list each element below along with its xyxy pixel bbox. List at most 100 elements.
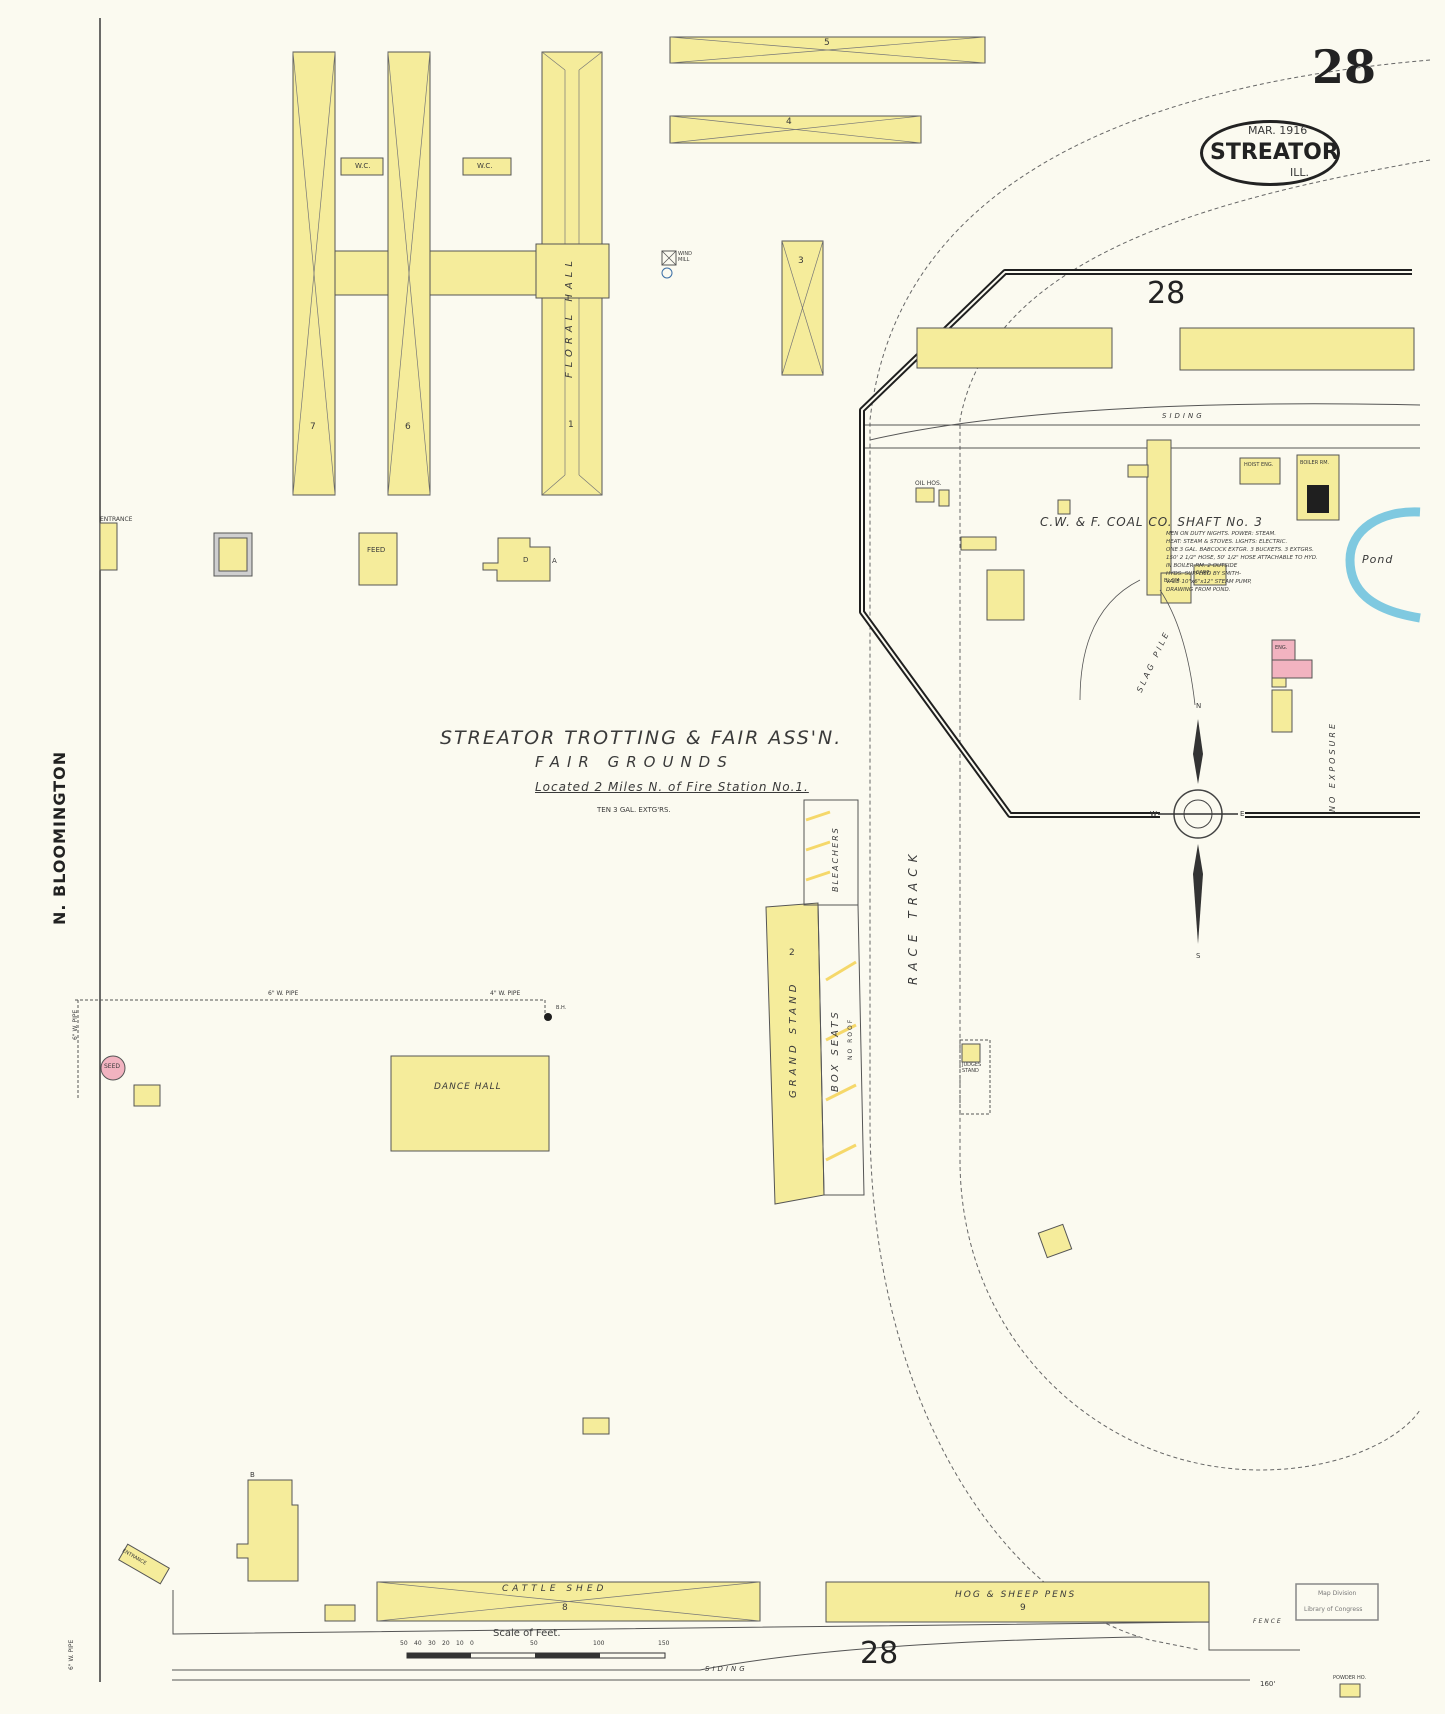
small-shed-b [582,1417,610,1435]
bleachers-label: BLEACHERS [831,826,840,892]
box-seats-label: BOX SEATS [830,1009,841,1092]
state-name: ILL. [1290,166,1309,179]
coal-note: MEN ON DUTY NIGHTS. POWER: STEAM. [1166,531,1277,537]
hog-pens-label: HOG & SHEEP PENS [955,1590,1077,1600]
fair-location: Located 2 Miles N. of Fire Station No.1. [535,780,809,794]
fair-subtitle: FAIR GROUNDS [535,753,734,771]
small-shed-c [324,1604,356,1622]
no-exposure-label: NO EXPOSURE [1328,720,1337,812]
grand-stand-num: 2 [789,948,795,958]
block-number-bottom: 28 [860,1636,899,1671]
seed-label: SEED [104,1063,121,1070]
feed-label: FEED [367,546,386,554]
city-name: STREATOR [1210,140,1339,165]
building-3-num: 3 [798,256,804,266]
cattle-shed-num: 8 [562,1603,568,1613]
pipe-label-d: 6" W. PIPE [68,1639,75,1670]
coal-note: HEAT: STEAM & STOVES. LIGHTS: ELECTRIC. [1166,539,1288,545]
compass-s: S [1196,952,1201,960]
pond [1345,507,1421,623]
coal-shaft-title: C.W. & F. COAL CO. SHAFT No. 3 [1040,515,1263,529]
engine-house [1271,639,1296,663]
coal-note: DRAWING FROM POND. [1166,587,1231,593]
grand-stand-label: GRAND STAND [788,980,799,1098]
scale-tick: 40 [414,1640,422,1647]
stamp-line-1: Map Division [1318,1590,1357,1597]
bottom-siding [172,1636,1141,1671]
dance-hall [390,1055,550,1152]
scale-tick: 100 [593,1640,605,1647]
coal-note: HYDS. SUPPLIED BY SMITH- [1166,571,1242,577]
building-3 [781,240,824,376]
dwelling-d [482,537,551,582]
scale-label: Scale of Feet. [493,1628,561,1639]
siding-top-label: SIDING [1162,412,1205,420]
cattle-shed-label: CATTLE SHED [502,1584,608,1594]
fence-line [172,1590,1300,1651]
scale-tick: 20 [442,1640,450,1647]
tipple [1146,439,1172,596]
compass-rose [1158,719,1238,944]
scale-tick: 50 [400,1640,408,1647]
letter-b-label: B [250,1471,255,1479]
building-4 [669,115,922,144]
siding-bottom-label: SIDING [705,1665,748,1673]
connector-shed [334,250,389,296]
stamp-line-2: Library of Congress [1304,1606,1363,1613]
hog-sheep-pens [825,1581,1210,1623]
block-number-top: 28 [1147,276,1186,311]
scale-tick: 50 [530,1640,538,1647]
entrance-left [99,522,118,571]
shed-7-num: 7 [310,422,316,432]
shed-6 [387,51,431,496]
blacksmith-label: BL.SM. [1164,578,1181,584]
wind-mill [661,250,677,279]
shaft-shed-a [916,327,1113,369]
shaft-building-sq [986,569,1025,621]
connector-hall [429,250,543,296]
wc-2 [462,157,512,176]
compass-w: W [1150,810,1157,818]
pipe-label-a: 6" W. PIPE [268,990,299,997]
entrance-bottom [118,1543,170,1585]
pipe-label-b: 4" W. PIPE [490,990,521,997]
building-5 [669,36,986,64]
race-track-label: RACE TRACK [906,848,920,985]
scale-tick: 10 [456,1640,464,1647]
hydrant-label: B.H. [556,1005,567,1011]
wind-mill-label: WIND MILL [678,251,693,263]
entrance-label: ENTRANCE [100,516,133,523]
pipe-label-c: 6" W. PIPE [72,1009,79,1040]
lc-stamp [1295,1583,1379,1621]
powder-house-label: POWDER HO. [1333,1675,1367,1681]
fair-title: STREATOR TROTTING & FAIR ASS'N. [440,727,843,749]
building-4-num: 4 [786,117,792,127]
boiler-rm-label: BOILER RM. [1300,460,1330,466]
engine-house-label: ENG. [1275,645,1288,651]
dance-hall-label: DANCE HALL [434,1082,502,1092]
floral-hall-label: FLORAL HALL [564,256,575,378]
letter-a-label: A [552,557,557,565]
building-5-num: 5 [824,38,830,48]
oil-hos-label: OIL HOS. [915,480,942,487]
no-roof-label: NO ROOF [847,1017,854,1060]
wc-label-1: W.C. [355,162,371,170]
floral-hall-annex [535,243,610,299]
scale-tick: 150 [658,1640,670,1647]
floral-hall-num: 1 [568,420,574,430]
dwelling-bottom [236,1479,299,1582]
coal-note: VALE 10"x6"x12" STEAM PUMP, [1166,579,1252,585]
fence-label: FENCE [1253,1618,1283,1625]
page-number: 28 [1312,40,1377,94]
slag-pile [1079,579,1196,706]
wc-1 [340,157,384,176]
city-oval [1200,120,1340,186]
compass-n: N [1196,702,1202,710]
coal-shaft-notes: MEN ON DUTY NIGHTS. POWER: STEAM. HEAT: … [1166,530,1318,594]
compass-e: E [1240,810,1245,818]
small-shed-d [1037,1223,1073,1259]
shed-6-num: 6 [405,422,411,432]
water-pipe [75,999,546,1016]
